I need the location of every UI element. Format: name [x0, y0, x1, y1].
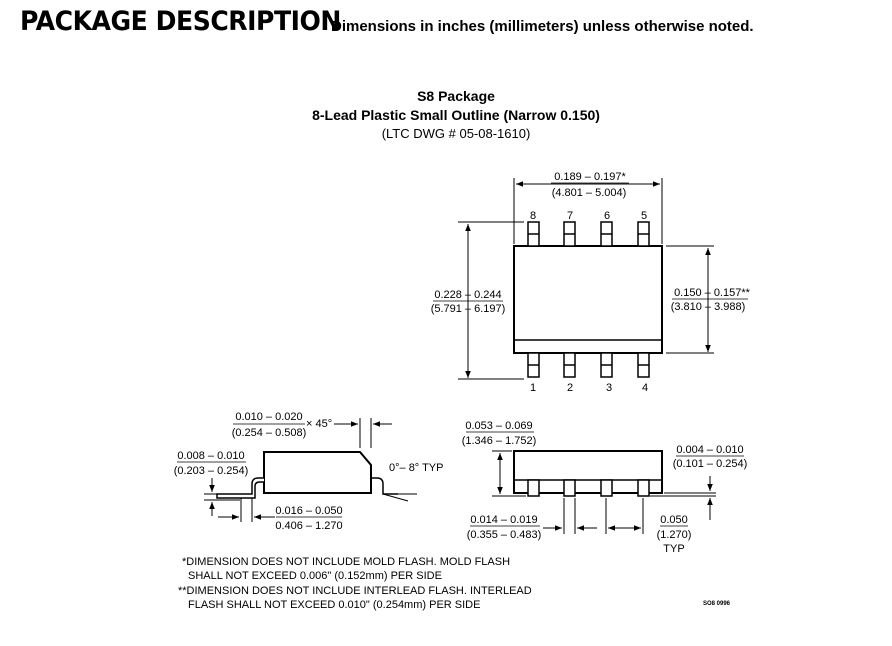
body-width-inch-label: 0.150 – 0.157** — [674, 287, 751, 299]
pitch-mm-label: (1.270) — [657, 529, 692, 541]
page-subtitle: Dimensions in inches (millimeters) unles… — [331, 18, 754, 35]
height-mm-label: (1.346 – 1.752) — [462, 435, 537, 447]
lead-angle-label: 0°– 8° TYP — [389, 462, 443, 474]
front-pin-leads — [527, 479, 650, 497]
bottom-pin-leads — [527, 352, 650, 378]
package-body — [513, 245, 663, 354]
front-view — [492, 450, 716, 534]
note-line: SHALL NOT EXCEED 0.006" (0.152mm) PER SI… — [188, 570, 442, 582]
note-mold-flash: *DIMENSION DOES NOT INCLUDE MOLD FLASH. … — [178, 555, 510, 583]
pin-label-4: 4 — [642, 382, 648, 394]
chamfer-inch-label: 0.010 – 0.020 — [235, 411, 302, 423]
top-view-labels: 8 7 6 5 1 2 3 4 0.189 – 0.197* (4.801 – … — [431, 171, 751, 394]
drawing-code: SO8 0996 — [703, 601, 731, 607]
length-inch-label: 0.189 – 0.197* — [554, 171, 626, 183]
front-view-labels: 0.053 – 0.069 (1.346 – 1.752) 0.004 – 0.… — [462, 420, 748, 555]
note-line: **DIMENSION DOES NOT INCLUDE INTERLEAD F… — [178, 585, 532, 597]
note-line: *DIMENSION DOES NOT INCLUDE MOLD FLASH. … — [182, 556, 511, 568]
foot-length-inch-label: 0.016 – 0.050 — [275, 505, 342, 517]
pin-label-5: 5 — [641, 210, 647, 222]
top-view — [458, 178, 714, 380]
side-view — [204, 418, 417, 522]
side-view-labels: 0.010 – 0.020 (0.254 – 0.508) × 45° 0.00… — [174, 411, 444, 532]
pin-label-3: 3 — [606, 382, 612, 394]
pin-label-6: 6 — [604, 210, 610, 222]
pin-label-8: 8 — [530, 210, 536, 222]
pin-label-2: 2 — [567, 382, 573, 394]
foot-length-mm-label: 0.406 – 1.270 — [275, 520, 342, 532]
pin-lead — [600, 479, 613, 497]
width-mm-label: (5.791 – 6.197) — [431, 303, 506, 315]
pin-label-1: 1 — [530, 382, 536, 394]
side-body — [263, 451, 372, 494]
top-pin-leads — [527, 221, 650, 247]
pin-lead — [563, 479, 576, 497]
pin-lead — [637, 479, 650, 497]
length-mm-label: (4.801 – 5.004) — [552, 187, 627, 199]
pin-lead — [527, 479, 540, 497]
package-name: S8 Package — [417, 88, 495, 104]
pitch-inch-label: 0.050 — [660, 514, 688, 526]
height-inch-label: 0.053 – 0.069 — [465, 420, 532, 432]
left-gull-wing-lead — [216, 477, 264, 499]
chamfer-angle-label: × 45° — [306, 418, 332, 430]
chamfer-mm-label: (0.254 – 0.508) — [232, 427, 307, 439]
lead-thickness-inch-label: 0.008 – 0.010 — [177, 450, 244, 462]
lead-thickness-mm-label: (0.203 – 0.254) — [174, 465, 249, 477]
standoff-mm-label: (0.101 – 0.254) — [673, 458, 748, 470]
width-inch-label: 0.228 – 0.244 — [434, 289, 501, 301]
note-interlead-flash: **DIMENSION DOES NOT INCLUDE INTERLEAD F… — [178, 584, 532, 612]
package-description: 8-Lead Plastic Small Outline (Narrow 0.1… — [312, 107, 600, 123]
page-title: PACKAGE DESCRIPTION — [20, 6, 341, 37]
right-gull-wing-lead — [371, 477, 398, 495]
angle-reference-line — [382, 493, 409, 502]
body-width-mm-label: (3.810 – 3.988) — [671, 301, 746, 313]
lead-width-inch-label: 0.014 – 0.019 — [470, 514, 537, 526]
lead-width-mm-label: (0.355 – 0.483) — [467, 529, 542, 541]
pin-label-7: 7 — [567, 210, 573, 222]
drawing-number: (LTC DWG # 05-08-1610) — [381, 126, 531, 141]
note-line: FLASH SHALL NOT EXCEED 0.010" (0.254mm) … — [188, 599, 481, 611]
pitch-typ-label: TYP — [663, 543, 684, 555]
standoff-inch-label: 0.004 – 0.010 — [676, 444, 743, 456]
